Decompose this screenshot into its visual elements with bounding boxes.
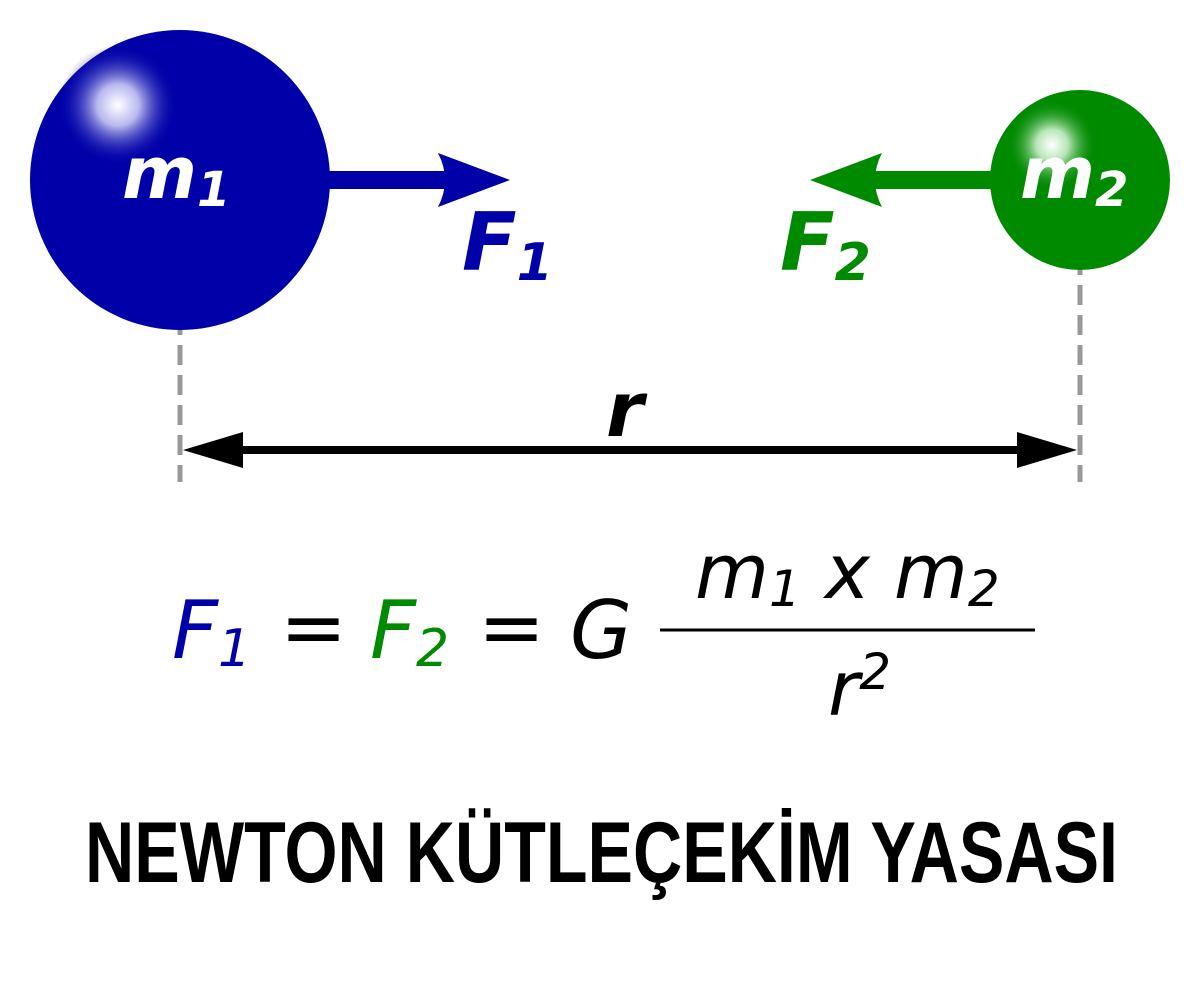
- force-2-arrow: [810, 153, 992, 207]
- mass-1: m1: [30, 30, 330, 330]
- force-1-arrow: [328, 153, 510, 207]
- formula-f1: F1: [172, 584, 251, 679]
- mass-1-subscript: 1: [197, 162, 230, 218]
- formula-equals-2: =: [478, 581, 545, 674]
- formula-denominator: r2: [828, 643, 891, 733]
- formula-equals-1: =: [280, 581, 347, 674]
- mass-2-symbol: m: [1020, 131, 1095, 215]
- formula-f2: F2: [370, 584, 449, 679]
- mass-2: m2: [990, 90, 1170, 270]
- distance-label: r: [606, 365, 648, 454]
- formula-constant-g: G: [570, 584, 632, 677]
- svg-text:m2: m2: [1020, 131, 1128, 218]
- distance-arrow: [183, 432, 1077, 468]
- mass-1-symbol: m: [122, 131, 197, 215]
- diagram-title: NEWTON KÜTLEÇEKİM YASASI: [85, 805, 1118, 901]
- force-1-label: F1: [462, 196, 553, 293]
- force-2-label: F2: [780, 196, 871, 293]
- mass-2-subscript: 2: [1095, 162, 1128, 218]
- svg-text:m1: m1: [122, 131, 230, 218]
